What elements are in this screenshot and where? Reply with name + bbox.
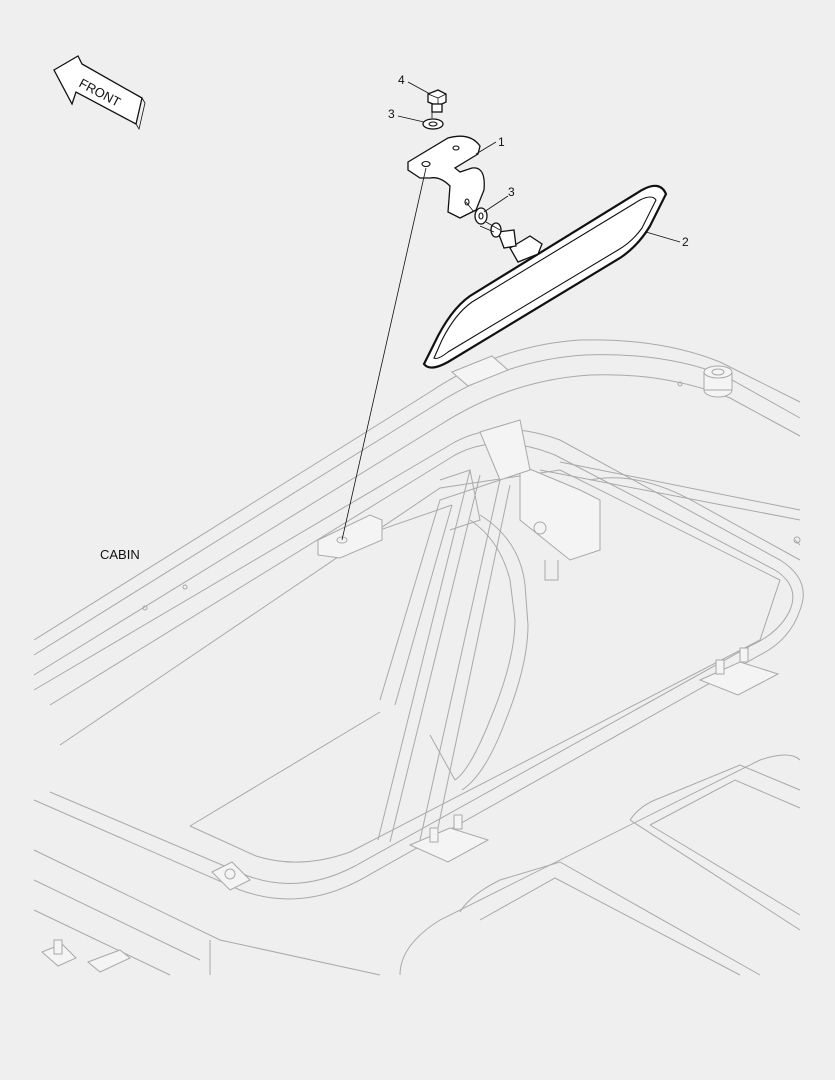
rearview-mirror <box>422 184 668 369</box>
roof-stud-right <box>698 647 780 696</box>
callout-4-number: 4 <box>398 73 405 87</box>
roof-knob <box>677 365 733 398</box>
front-direction-arrow: FRONT <box>53 55 146 131</box>
callout-1: 1 <box>475 135 505 155</box>
callout-3-top-number: 3 <box>388 107 395 121</box>
roof-stud-center <box>408 814 490 863</box>
bolt <box>427 89 447 113</box>
mirror-bracket <box>407 135 485 219</box>
callout-1-number: 1 <box>498 135 505 149</box>
washer-side <box>474 207 488 225</box>
callout-3-side-number: 3 <box>508 185 515 199</box>
callout-3-side: 3 <box>483 185 515 213</box>
roof-clip-lower-left <box>41 939 77 967</box>
roof-stud-left <box>211 861 251 891</box>
assembly-center-lines <box>341 112 501 541</box>
callout-2-number: 2 <box>682 235 689 249</box>
washer-top <box>422 118 444 130</box>
cabin-label: CABIN <box>100 547 140 562</box>
cabin-roof <box>33 339 804 976</box>
callout-4: 4 <box>398 73 431 95</box>
callout-3-top: 3 <box>388 107 425 123</box>
callout-2: 2 <box>645 231 689 249</box>
